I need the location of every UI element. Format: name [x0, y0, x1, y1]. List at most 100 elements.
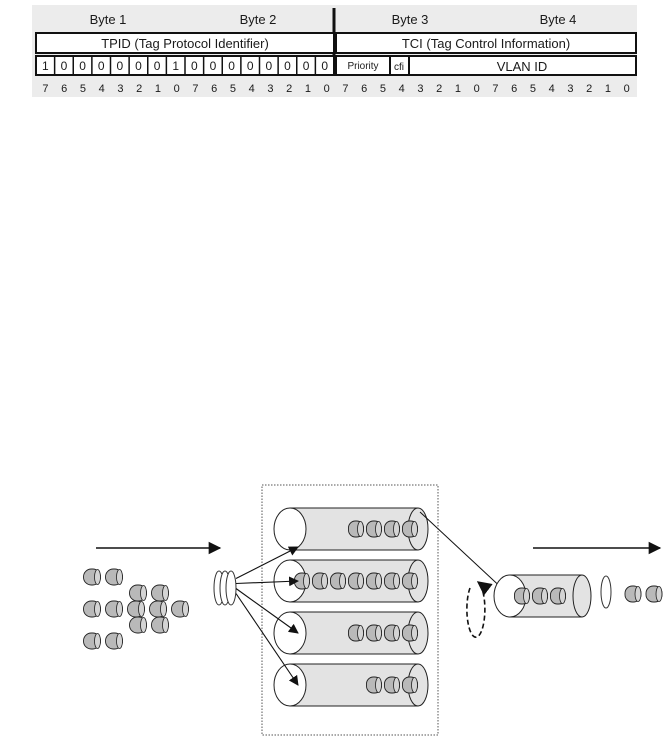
byte-2-label: Byte 2 — [240, 12, 277, 27]
bit-number: 2 — [286, 83, 292, 95]
packet-icon — [105, 600, 123, 618]
output-queue — [493, 574, 592, 618]
bit-number: 1 — [455, 83, 461, 95]
packet-icon — [366, 572, 382, 590]
priority-label: Priority — [347, 61, 378, 72]
queue-head — [273, 663, 307, 707]
tpid-bit-value: 1 — [42, 59, 49, 73]
packet-icon — [550, 587, 566, 605]
byte-1-label: Byte 1 — [90, 12, 127, 27]
bit-number: 5 — [80, 83, 86, 95]
packet-icon — [384, 520, 400, 538]
packet-icon — [348, 520, 364, 538]
classify-arrow — [235, 593, 299, 686]
bit-number: 0 — [324, 83, 330, 95]
bit-number: 6 — [361, 83, 367, 95]
bit-number: 5 — [380, 83, 386, 95]
bit-number: 1 — [155, 83, 161, 95]
bit-number: 7 — [342, 83, 348, 95]
tpid-bit-value: 0 — [228, 59, 235, 73]
tpid-bit-value: 0 — [303, 59, 310, 73]
bit-number: 3 — [567, 83, 573, 95]
bit-number: 7 — [42, 83, 48, 95]
packet-icon — [402, 572, 418, 590]
packet-icon — [532, 587, 548, 605]
tpid-bit-value: 0 — [61, 59, 68, 73]
priority-queue-4 — [273, 663, 429, 707]
tpid-bit-value: 0 — [247, 59, 254, 73]
tpid-field-box — [35, 32, 335, 54]
byte-3-label: Byte 3 — [392, 12, 429, 27]
tpid-bit-value: 0 — [210, 59, 217, 73]
packet-icon — [366, 624, 382, 642]
packet-icon — [105, 568, 123, 586]
packet-icon — [402, 676, 418, 694]
bit-number: 3 — [117, 83, 123, 95]
packet-icon — [171, 600, 189, 618]
byte-4-label: Byte 4 — [540, 12, 577, 27]
bit-number: 3 — [267, 83, 273, 95]
packet-icon — [384, 624, 400, 642]
vlan-id-field-box — [408, 55, 637, 76]
tpid-bit-value: 0 — [79, 59, 86, 73]
packet-icon — [127, 600, 145, 618]
tpid-bit-value: 0 — [191, 59, 198, 73]
bit-number: 5 — [230, 83, 236, 95]
departed-packets — [624, 585, 663, 603]
packet-icon — [151, 616, 169, 634]
tpid-bit-value: 0 — [321, 59, 328, 73]
tpid-bit-value: 0 — [98, 59, 105, 73]
field-name-row: TPID (Tag Protocol Identifier) TCI (Tag … — [35, 32, 637, 54]
packet-icon — [83, 568, 101, 586]
tpid-bit-value: 1 — [172, 59, 179, 73]
packet-icon — [83, 632, 101, 650]
packet-icon — [366, 676, 382, 694]
packet-icon — [384, 676, 400, 694]
tpid-bit-value: 0 — [284, 59, 291, 73]
packet-icon — [366, 520, 382, 538]
classifier — [213, 570, 237, 606]
packet-icon — [645, 585, 663, 603]
packet-icon — [129, 584, 147, 602]
bit-number: 4 — [549, 83, 555, 95]
bit-number: 0 — [474, 83, 480, 95]
bit-number: 6 — [511, 83, 517, 95]
incoming-packets — [83, 568, 189, 650]
transmit-gap-ring — [600, 575, 612, 609]
packet-icon — [312, 572, 328, 590]
classifier-arrows — [235, 546, 299, 686]
bit-number: 1 — [605, 83, 611, 95]
classify-arrow — [235, 576, 299, 587]
classify-arrow — [235, 546, 299, 579]
tpid-label: TPID (Tag Protocol Identifier) — [101, 36, 269, 51]
packet-icon — [149, 600, 167, 618]
queue-head — [273, 507, 307, 551]
packet-icon — [624, 585, 642, 603]
cfi-label: cfi — [394, 62, 404, 73]
tci-field-box — [335, 32, 637, 54]
classify-arrow — [235, 588, 299, 634]
bit-number: 0 — [174, 83, 180, 95]
vlan-tag-format-diagram: Byte 1 Byte 2 Byte 3 Byte 4 TPID (Tag Pr… — [32, 5, 637, 97]
packet-icon — [83, 600, 101, 618]
priority-queue-scheduler-diagram — [83, 484, 663, 736]
classifier-ring — [225, 570, 237, 606]
bit-number: 7 — [192, 83, 198, 95]
bit-number: 4 — [399, 83, 405, 95]
byte-header-row: Byte 1 Byte 2 Byte 3 Byte 4 — [90, 12, 577, 27]
bit-number: 1 — [305, 83, 311, 95]
queue-head — [273, 611, 307, 655]
packet-icon — [402, 520, 418, 538]
packet-icon — [330, 572, 346, 590]
bit-number: 0 — [624, 83, 630, 95]
packet-icon — [151, 584, 169, 602]
vlan-id-label: VLAN ID — [497, 59, 548, 74]
bit-number: 2 — [136, 83, 142, 95]
packet-icon — [402, 624, 418, 642]
scheduler — [466, 581, 493, 638]
bit-number: 2 — [436, 83, 442, 95]
bit-number: 6 — [61, 83, 67, 95]
tci-label: TCI (Tag Control Information) — [402, 36, 570, 51]
